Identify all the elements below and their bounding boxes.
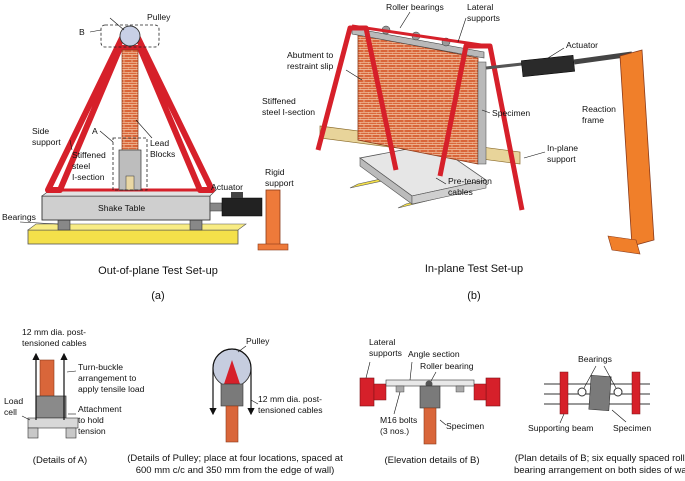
bearing-right [189,219,203,231]
detail-pulley-drawing [209,345,259,443]
reaction-frame [619,49,655,247]
label-stiff-b-1: Stiffened [262,96,296,106]
label-lead-1: Lead [150,138,169,148]
bearing-left [57,219,71,231]
detail-b-elev-caption: (Elevation details of B) [384,455,479,466]
load-cell [27,417,79,429]
label-inplane-1: In-plane [547,143,578,153]
detail-a-attach-2: to hold [78,415,104,425]
label-side-support-2: support [32,137,61,147]
detail-b-plan-bearings: Bearings [578,354,612,364]
plan-specimen [588,375,612,411]
detail-b-plan-specimen: Specimen [613,423,651,433]
label-lateral-b-2: supports [467,13,500,23]
detail-pulley-label: Pulley [246,336,270,346]
label-rigid-1: Rigid [265,167,285,177]
wall-strip-b [423,407,437,445]
detail-a-load-1: Load [4,396,23,406]
detail-b-plan-caption-2: bearing arrangement on both sides of wal… [514,465,685,476]
lateral-support-right [485,377,501,407]
label-b: B [79,27,85,37]
title-b: In-plane Test Set-up [425,263,523,275]
lateral-support-left [359,377,375,407]
detail-b-plan-beam: Supporting beam [528,423,593,433]
detail-b-plan-caption-1: (Plan details of B; six equally spaced r… [515,453,685,464]
label-stiff-b-2: steel I-section [262,107,315,117]
plan-bearing-right [613,387,623,397]
plan-beam-left [559,371,569,415]
detail-b-plan-drawing [544,365,650,424]
detail-a-turn-1: Turn-buckle [78,362,123,372]
label-reaction-2: frame [582,115,604,125]
detail-b-lateral-2: supports [369,348,402,358]
detail-a-cables-1: 12 mm dia. post- [22,327,86,337]
label-abut-2: restraint slip [287,61,334,71]
title-a: Out-of-plane Test Set-up [98,265,218,277]
detail-a-load-2: cell [4,407,17,417]
detail-b-angle: Angle section [408,349,460,359]
label-abut-1: Abutment to [287,50,334,60]
label-roller-b: Roller bearings [386,2,444,12]
label-stiffened-1: Stiffened [72,150,106,160]
pulley [119,25,141,47]
detail-pulley-caption-2: 600 mm c/c and 350 mm from the edge of w… [136,465,335,476]
label-lateral-b-1: Lateral [467,2,493,12]
label-inplane-2: support [547,154,576,164]
label-lead-2: Blocks [150,149,175,159]
detail-pulley-cables-1: 12 mm dia. post- [258,394,322,404]
detail-b-m16-2: (3 nos.) [380,426,409,436]
plan-bearing-left [577,387,587,397]
yellow-base [27,229,239,245]
label-stiffened-3: I-section [72,172,105,182]
label-shake-table: Shake Table [98,203,145,213]
panel-label-a: (a) [151,290,164,302]
specimen-block [419,385,441,409]
detail-b-marker [100,24,160,48]
panel-b-drawing [315,11,655,255]
label-bearings-a: Bearings [2,212,36,222]
label-rigid-2: support [265,178,294,188]
rigid-support [265,189,281,247]
detail-a-cables-2: tensioned cables [22,338,87,348]
actuator-a [221,197,263,217]
label-pre-2: cables [448,187,473,197]
detail-b-lateral-1: Lateral [369,337,395,347]
detail-b-roller: Roller bearing [420,361,474,371]
detail-pulley-cables-2: tensioned cables [258,405,323,415]
panel-label-b: (b) [467,290,480,302]
label-pulley-a: Pulley [147,12,171,22]
panel-a-drawing [19,17,289,251]
detail-a-marker [112,137,148,191]
cable-loop [212,348,252,369]
actuator-b [521,55,575,77]
label-pre-1: Pre-tension [448,176,492,186]
label-a: A [92,126,98,136]
detail-a-drawing [21,352,79,439]
label-actuator-b: Actuator [566,40,598,50]
detail-a-turn-3: apply tensile load [78,384,145,394]
detail-a-attach-1: Attachment [78,404,122,414]
detail-b-m16-1: M16 bolts [380,415,417,425]
label-specimen-b: Specimen [492,108,530,118]
wall-strip-pulley [225,405,239,443]
detail-pulley-caption-1: (Details of Pulley; place at four locati… [127,453,343,464]
detail-b-elev-drawing [359,361,501,445]
detail-a-caption: (Details of A) [33,455,87,466]
label-stiffened-2: steel [72,161,90,171]
pulley-block [220,383,244,407]
detail-a-attach-3: tension [78,426,106,436]
plan-beam-right [631,371,641,415]
detail-a-turn-2: arrangement to [78,373,137,383]
label-actuator-a: Actuator [211,182,243,192]
detail-b-specimen: Specimen [446,421,484,431]
label-reaction-1: Reaction [582,104,616,114]
turnbuckle-block [35,395,67,419]
label-side-support-1: Side [32,126,49,136]
